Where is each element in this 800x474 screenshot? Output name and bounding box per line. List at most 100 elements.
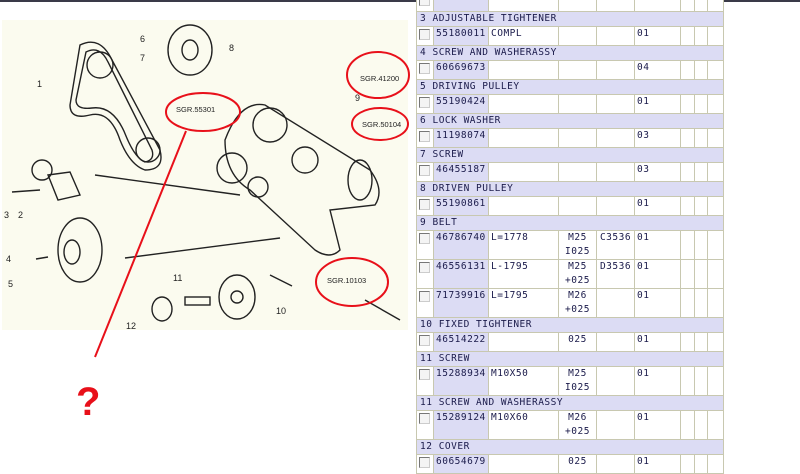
group-header-row: 11 SCREW AND WASHERASSY <box>416 395 724 411</box>
group-number: 6 <box>420 115 427 126</box>
part-description: L=1795 <box>488 288 559 318</box>
part-number: 55180011 <box>433 26 489 46</box>
group-number: 5 <box>420 81 427 92</box>
group-title: 11 SCREW <box>416 351 724 367</box>
group-header-row: 8 DRIVEN PULLEY <box>416 181 724 197</box>
group-name: SCREW <box>438 353 470 364</box>
callout-6: 6 <box>140 34 145 44</box>
part-mod-suffix: I025 <box>565 382 590 393</box>
part-description <box>488 332 559 352</box>
part-description <box>488 128 559 148</box>
group-title: 3 ADJUSTABLE TIGHTENER <box>416 11 724 27</box>
belt-drive-exploded-diagram: 1 2 3 4 5 6 7 8 9 10 11 12 SGR.41200 SGR… <box>2 20 410 424</box>
part-code: C3536 <box>596 230 635 260</box>
group-name: SCREW AND WASHERASSY <box>438 397 564 408</box>
group-name: LOCK WASHER <box>432 115 501 126</box>
group-header-row: 10 FIXED TIGHTENER <box>416 317 724 333</box>
part-description <box>488 94 559 114</box>
group-number: 4 <box>420 47 427 58</box>
window-top-border <box>0 0 800 2</box>
group-header-row: 11 SCREW <box>416 351 724 367</box>
callout-1: 1 <box>37 79 42 89</box>
part-code <box>596 128 635 148</box>
group-title: 8 DRIVEN PULLEY <box>416 181 724 197</box>
part-mod <box>558 162 597 182</box>
callout-4: 4 <box>6 254 11 264</box>
part-select-checkbox[interactable] <box>419 369 430 380</box>
part-qty: 01 <box>634 26 681 46</box>
group-title: 9 BELT <box>416 215 724 231</box>
part-description <box>488 162 559 182</box>
part-code <box>596 454 635 474</box>
part-code <box>596 94 635 114</box>
group-name: BELT <box>432 217 458 228</box>
callout-9: 9 <box>355 93 360 103</box>
part-number: 46786740 <box>433 230 489 260</box>
group-header-row: 3 ADJUSTABLE TIGHTENER <box>416 11 724 27</box>
group-title: 10 FIXED TIGHTENER <box>416 317 724 333</box>
part-row: 46514222 025 01 <box>416 332 724 352</box>
part-number: 46556131 <box>433 259 489 289</box>
part-description: L-1795 <box>488 259 559 289</box>
part-number: 15288934 <box>433 366 489 396</box>
part-mod-value: M25 <box>568 261 587 272</box>
callout-labels: 1 2 3 4 5 6 7 8 9 10 11 12 <box>4 34 360 331</box>
part-code <box>596 60 635 80</box>
part-qty: 01 <box>634 410 681 440</box>
part-qty: 01 <box>634 332 681 352</box>
callout-2: 2 <box>18 210 23 220</box>
part-select-checkbox[interactable] <box>419 233 430 244</box>
callout-5: 5 <box>8 279 13 289</box>
part-number: 60669673 <box>433 60 489 80</box>
callout-3: 3 <box>4 210 9 220</box>
part-select-checkbox[interactable] <box>419 97 430 108</box>
part-select-checkbox[interactable] <box>419 413 430 424</box>
part-mod-suffix: I025 <box>565 246 590 257</box>
group-title: 12 COVER <box>416 439 724 455</box>
group-name: ADJUSTABLE TIGHTENER <box>432 13 557 24</box>
part-mod <box>558 128 597 148</box>
part-mod <box>558 60 597 80</box>
ref-sgr-55301: SGR.55301 <box>176 105 215 114</box>
callout-12: 12 <box>126 321 136 331</box>
part-code <box>596 410 635 440</box>
part-number: 71739916 <box>433 288 489 318</box>
part-select-checkbox[interactable] <box>419 262 430 273</box>
group-number: 11 <box>420 353 433 364</box>
part-mod-value: M26 <box>568 412 587 423</box>
part-number: 15289124 <box>433 410 489 440</box>
group-name: DRIVING PULLEY <box>432 81 520 92</box>
part-code <box>596 366 635 396</box>
part-mod: 025 <box>558 332 597 352</box>
group-name: SCREW <box>432 149 464 160</box>
part-mod <box>558 26 597 46</box>
part-description: M10X50 <box>488 366 559 396</box>
part-mod: 025 <box>558 454 597 474</box>
part-select-checkbox[interactable] <box>419 165 430 176</box>
part-select-checkbox[interactable] <box>419 63 430 74</box>
group-number: 11 <box>420 397 433 408</box>
group-title: 11 SCREW AND WASHERASSY <box>416 395 724 411</box>
part-select-checkbox[interactable] <box>419 131 430 142</box>
part-qty: 01 <box>634 288 681 318</box>
group-header-row: 12 COVER <box>416 439 724 455</box>
part-select-checkbox[interactable] <box>419 29 430 40</box>
group-header-row: 5 DRIVING PULLEY <box>416 79 724 95</box>
group-header-row: 4 SCREW AND WASHERASSY <box>416 45 724 61</box>
part-select-checkbox[interactable] <box>419 291 430 302</box>
part-number: 46514222 <box>433 332 489 352</box>
part-code <box>596 196 635 216</box>
part-number: 60654679 <box>433 454 489 474</box>
part-mod-value: M25 <box>568 368 587 379</box>
part-select-checkbox[interactable] <box>419 335 430 346</box>
part-code <box>596 26 635 46</box>
group-header-row: 9 BELT <box>416 215 724 231</box>
group-title: 6 LOCK WASHER <box>416 113 724 129</box>
part-description <box>488 454 559 474</box>
part-select-checkbox[interactable] <box>419 457 430 468</box>
part-select-checkbox[interactable] <box>419 199 430 210</box>
